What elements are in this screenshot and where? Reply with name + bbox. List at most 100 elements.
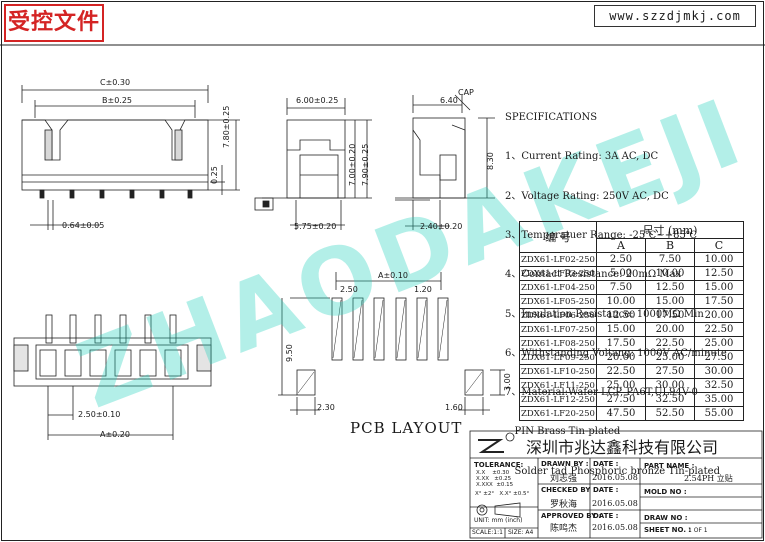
tolerance-line: X.X ±0.30 xyxy=(476,470,510,476)
right-view xyxy=(395,94,495,230)
dimension-cell: 22.50 xyxy=(694,322,744,337)
unit-label: UNIT: mm (inch) xyxy=(474,517,523,524)
date-value: 2016.05.08 xyxy=(592,499,638,508)
dimension-cell: 30.00 xyxy=(645,378,695,393)
tolerance-label: TOLERANCE: xyxy=(474,461,524,469)
dim-p064: 0.64±0.05 xyxy=(62,221,105,230)
dimension-cell: 17.50 xyxy=(694,294,744,309)
date-label: DATE : xyxy=(593,486,619,494)
tolerance-line: X.XXX ±0.15 xyxy=(476,482,514,488)
col-a-header: A xyxy=(596,238,646,253)
part-number-cell: ZDX61-LF03-250 xyxy=(519,266,597,281)
top-view xyxy=(13,314,212,440)
part-number-cell: ZDX61-LF07-250 xyxy=(519,322,597,337)
dim-a020: A±0.20 xyxy=(100,430,130,439)
dimension-cell: 25.00 xyxy=(596,378,646,393)
dimension-cell: 5.00 xyxy=(596,266,646,281)
dimension-cell: 15.00 xyxy=(694,280,744,295)
company-name: 深圳市兆达鑫科技有限公司 xyxy=(526,438,719,457)
dimension-cell: 27.50 xyxy=(596,392,646,407)
dimension-cell: 10.00 xyxy=(694,252,744,267)
approved-by-value: 陈鸣杰 xyxy=(550,524,578,534)
dimension-cell: 10.00 xyxy=(645,266,695,281)
dim-w575: 5.75±0.20 xyxy=(294,222,337,231)
dimension-cell: 32.50 xyxy=(694,378,744,393)
checked-by-label: CHECKED BY : xyxy=(541,486,596,494)
dimension-cell: 35.00 xyxy=(694,392,744,407)
dim-a010: A±0.10 xyxy=(378,271,408,280)
part-number-cell: ZDX61-LF10-250 xyxy=(519,364,597,379)
tolerance-line: X.XX ±0.25 xyxy=(476,476,512,482)
dimension-cell: 17.50 xyxy=(645,308,695,323)
dim-w240: 2.40±0.20 xyxy=(420,222,463,231)
dim-h830: 8.30 xyxy=(486,152,495,170)
controlled-document-stamp: 受控文件 xyxy=(4,4,104,42)
part-number-cell: ZDX61-LF11-250 xyxy=(519,378,597,393)
sheet-no-value: 1 OF 1 xyxy=(688,527,708,534)
dim-cap: CAP xyxy=(458,88,474,97)
side-view xyxy=(254,98,372,230)
part-name-value: 2.54PH 立贴 xyxy=(684,474,733,483)
size-label: SIZE: A4 xyxy=(508,529,534,536)
part-name-label: PART NAME : xyxy=(644,462,695,470)
pcb-layout-label: PCB LAYOUT xyxy=(350,419,463,437)
dimension-cell: 27.50 xyxy=(694,350,744,365)
front-view xyxy=(21,85,240,230)
pcb-layout xyxy=(278,272,505,415)
dimension-cell: 52.50 xyxy=(645,406,695,421)
title-block-grid xyxy=(469,430,763,539)
dimension-cell: 25.00 xyxy=(694,336,744,351)
title-block: 深圳市兆达鑫科技有限公司 TOLERANCE: X.X ±0.30 X.XX ±… xyxy=(470,431,762,538)
col-b-header: B xyxy=(645,238,695,253)
spec-line: 2、Voltage Rating: 250V AC, DC xyxy=(505,190,669,202)
dimension-cell: 12.50 xyxy=(694,266,744,281)
dimension-cell: 55.00 xyxy=(694,406,744,421)
scale-label: SCALE:1:1 xyxy=(472,529,503,536)
part-number-cell: ZDX61-LF09-250 xyxy=(519,350,597,365)
dim-h780: 7.80±0.25 xyxy=(222,105,231,148)
part-number-cell: ZDX61-LF02-250 xyxy=(519,252,597,267)
part-number-cell: ZDX61-LF12-250 xyxy=(519,392,597,407)
dimension-cell: 30.00 xyxy=(694,364,744,379)
dimension-cell: 17.50 xyxy=(596,336,646,351)
dim-p25010: 2.50±0.10 xyxy=(78,410,121,419)
dim-w600: 6.00±0.25 xyxy=(296,96,339,105)
dimension-cell: 12.50 xyxy=(645,280,695,295)
dimension-cell: 25.00 xyxy=(645,350,695,365)
angle-tolerance: X° ±2° X.X° ±0.5° xyxy=(475,491,530,497)
dimension-cell: 32.50 xyxy=(645,392,695,407)
projection-symbol-icon xyxy=(476,502,521,518)
col-part-header: 编 号 xyxy=(519,221,597,253)
dimension-cell: 22.50 xyxy=(596,364,646,379)
dim-w230: 2.30 xyxy=(317,403,335,412)
dim-b: B±0.25 xyxy=(102,96,133,105)
sheet-no-label: SHEET NO. : xyxy=(644,526,692,534)
dimension-cell: 27.50 xyxy=(645,364,695,379)
drawn-by-value: 刘志强 xyxy=(550,474,578,484)
draw-no-label: DRAW NO : xyxy=(644,514,688,522)
part-number-cell: ZDX61-LF06-250 xyxy=(519,308,597,323)
spec-line: 1、Current Rating: 3A AC, DC xyxy=(505,151,659,163)
col-c-header: C xyxy=(694,238,744,253)
dim-h700: 7.00±0.20 xyxy=(348,143,357,186)
part-number-cell: ZDX61-LF04-250 xyxy=(519,280,597,295)
dim-c: C±0.30 xyxy=(100,78,131,87)
date-value: 2016.05.08 xyxy=(592,473,638,482)
dimension-cell: 2.50 xyxy=(596,252,646,267)
website-url: www.szzdjmkj.com xyxy=(594,5,756,27)
dimension-cell: 20.00 xyxy=(645,322,695,337)
